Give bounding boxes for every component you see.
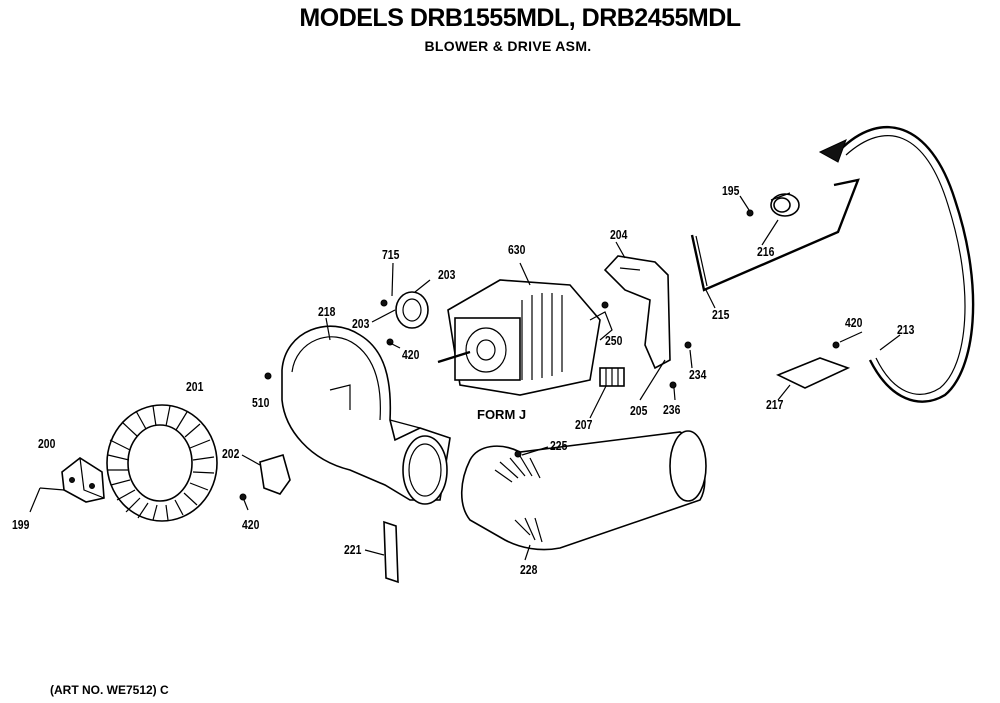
motor-drawing <box>437 279 613 396</box>
leader-lines <box>241 195 901 561</box>
bracket-217-drawing <box>776 341 851 389</box>
callout-201: 201 <box>186 379 204 394</box>
callout-236: 236 <box>663 402 681 417</box>
callout-420-a: 420 <box>242 517 260 532</box>
callout-204: 204 <box>610 227 628 242</box>
callout-213: 213 <box>897 322 915 337</box>
callout-203-a: 203 <box>438 267 456 282</box>
blower-wheel-drawing <box>106 404 218 522</box>
motor-clamp-drawing <box>380 262 429 346</box>
callout-234: 234 <box>689 367 707 382</box>
diagram-subtitle: BLOWER & DRIVE ASM. <box>424 38 592 54</box>
callout-420-c: 420 <box>845 315 863 330</box>
callout-715: 715 <box>382 247 400 262</box>
callout-199: 199 <box>12 517 30 532</box>
callout-205: 205 <box>630 403 648 418</box>
exhaust-duct-drawing <box>460 430 707 551</box>
switch-207-drawing <box>599 367 625 387</box>
blower-housing-drawing <box>264 325 451 505</box>
bracket-202-drawing <box>239 453 291 501</box>
callout-630: 630 <box>508 242 526 257</box>
idler-arm-drawing <box>690 178 860 292</box>
callout-420-b: 420 <box>402 347 420 362</box>
callout-221: 221 <box>344 542 362 557</box>
callout-202: 202 <box>222 446 240 461</box>
callout-225: 225 <box>550 438 568 453</box>
callout-195: 195 <box>722 183 740 198</box>
callout-218: 218 <box>318 304 336 319</box>
art-number: (ART NO. WE7512) C <box>50 683 169 697</box>
callout-203-b: 203 <box>352 316 370 331</box>
callout-207: 207 <box>575 417 593 432</box>
callout-200: 200 <box>38 436 56 451</box>
drum-belt-drawing <box>818 125 975 403</box>
diagram-title: MODELS DRB1555MDL, DRB2455MDL <box>299 4 741 32</box>
form-j-label: FORM J <box>477 407 527 422</box>
callout-250: 250 <box>605 333 623 348</box>
idler-pulley-drawing <box>746 192 800 217</box>
callout-216: 216 <box>757 244 775 259</box>
callout-217: 217 <box>766 397 784 412</box>
callout-215: 215 <box>712 307 730 322</box>
filter-strip-drawing <box>364 520 399 584</box>
bracket-200-drawing <box>29 457 105 513</box>
callout-510: 510 <box>252 395 270 410</box>
callout-228: 228 <box>520 562 538 577</box>
